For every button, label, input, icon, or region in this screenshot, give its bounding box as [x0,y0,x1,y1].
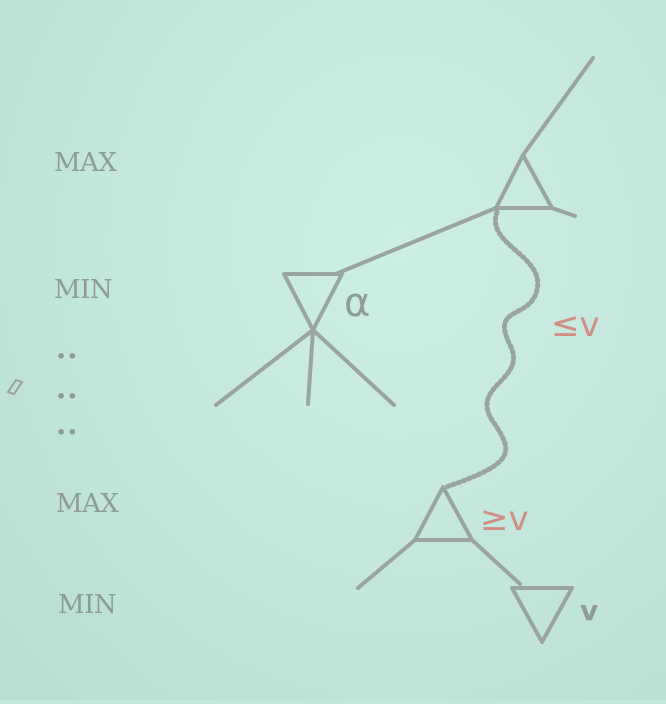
level-label-min-top: MIN [54,275,112,305]
edge-root-to-parent [521,56,595,157]
edge-alpha-child-right [311,328,396,407]
alpha-label: α [344,280,370,326]
lower-bound-label: ≥v [480,499,529,539]
upper-bound-label: ≤v [551,305,600,345]
edge-alpha-child-middle [306,328,315,406]
level-dots-2: •• [56,387,78,406]
max-node-root [494,153,554,210]
edge-alpha-child-left [214,328,315,407]
level-dots-3: •• [56,423,78,442]
level-label-max-bottom: MAX [56,489,119,519]
leaf-value-label: v [580,594,598,627]
max-node-lower [413,485,474,542]
edge-lower-max-to-leaf [470,538,522,586]
min-node-alpha [282,272,344,332]
edge-root-right-stub [550,206,577,218]
level-label-max-top: MAX [54,148,117,178]
level-label-min-bottom: MIN [58,590,116,620]
edge-lower-max-left [356,538,417,590]
min-node-v [510,586,574,644]
descendant-path [443,209,541,490]
edge-root-to-min-alpha [336,206,498,275]
pencil-icon [6,378,24,396]
level-dots-1: •• [56,347,78,366]
